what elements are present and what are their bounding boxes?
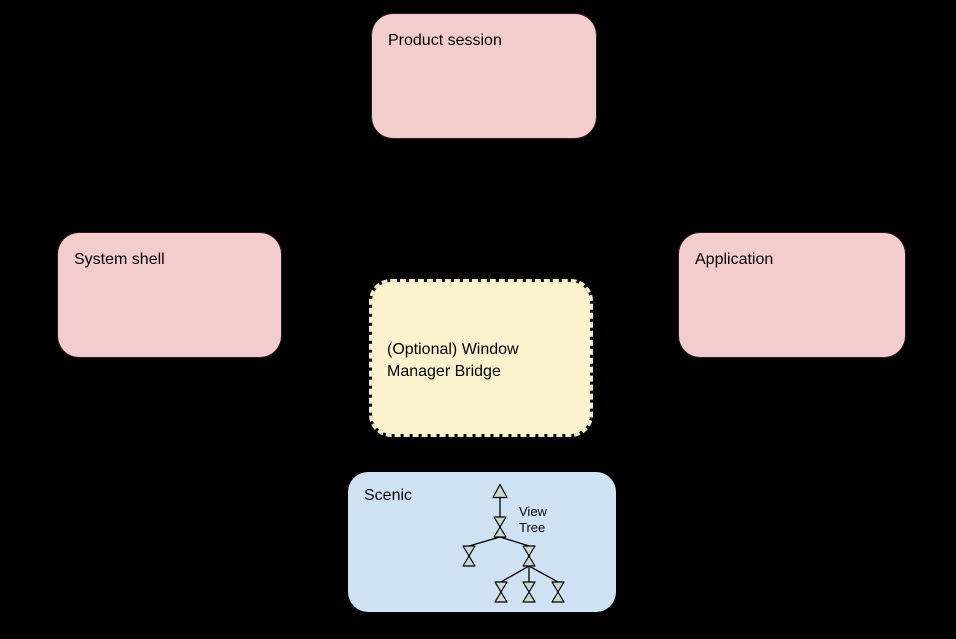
window-manager-bridge-label: (Optional) Window Manager Bridge [387, 341, 519, 380]
product-session-label: Product session [388, 32, 502, 49]
scenic-box: Scenic [348, 472, 616, 612]
application-box: Application [678, 232, 906, 358]
application-label: Application [695, 251, 774, 268]
system-shell-box: System shell [57, 232, 282, 358]
view-tree-label: View Tree [519, 504, 547, 535]
system-shell-label: System shell [74, 251, 165, 268]
scenic-label: Scenic [364, 487, 413, 504]
window-manager-bridge-box: (Optional) Window Manager Bridge [369, 279, 593, 437]
product-session-box: Product session [371, 13, 597, 139]
